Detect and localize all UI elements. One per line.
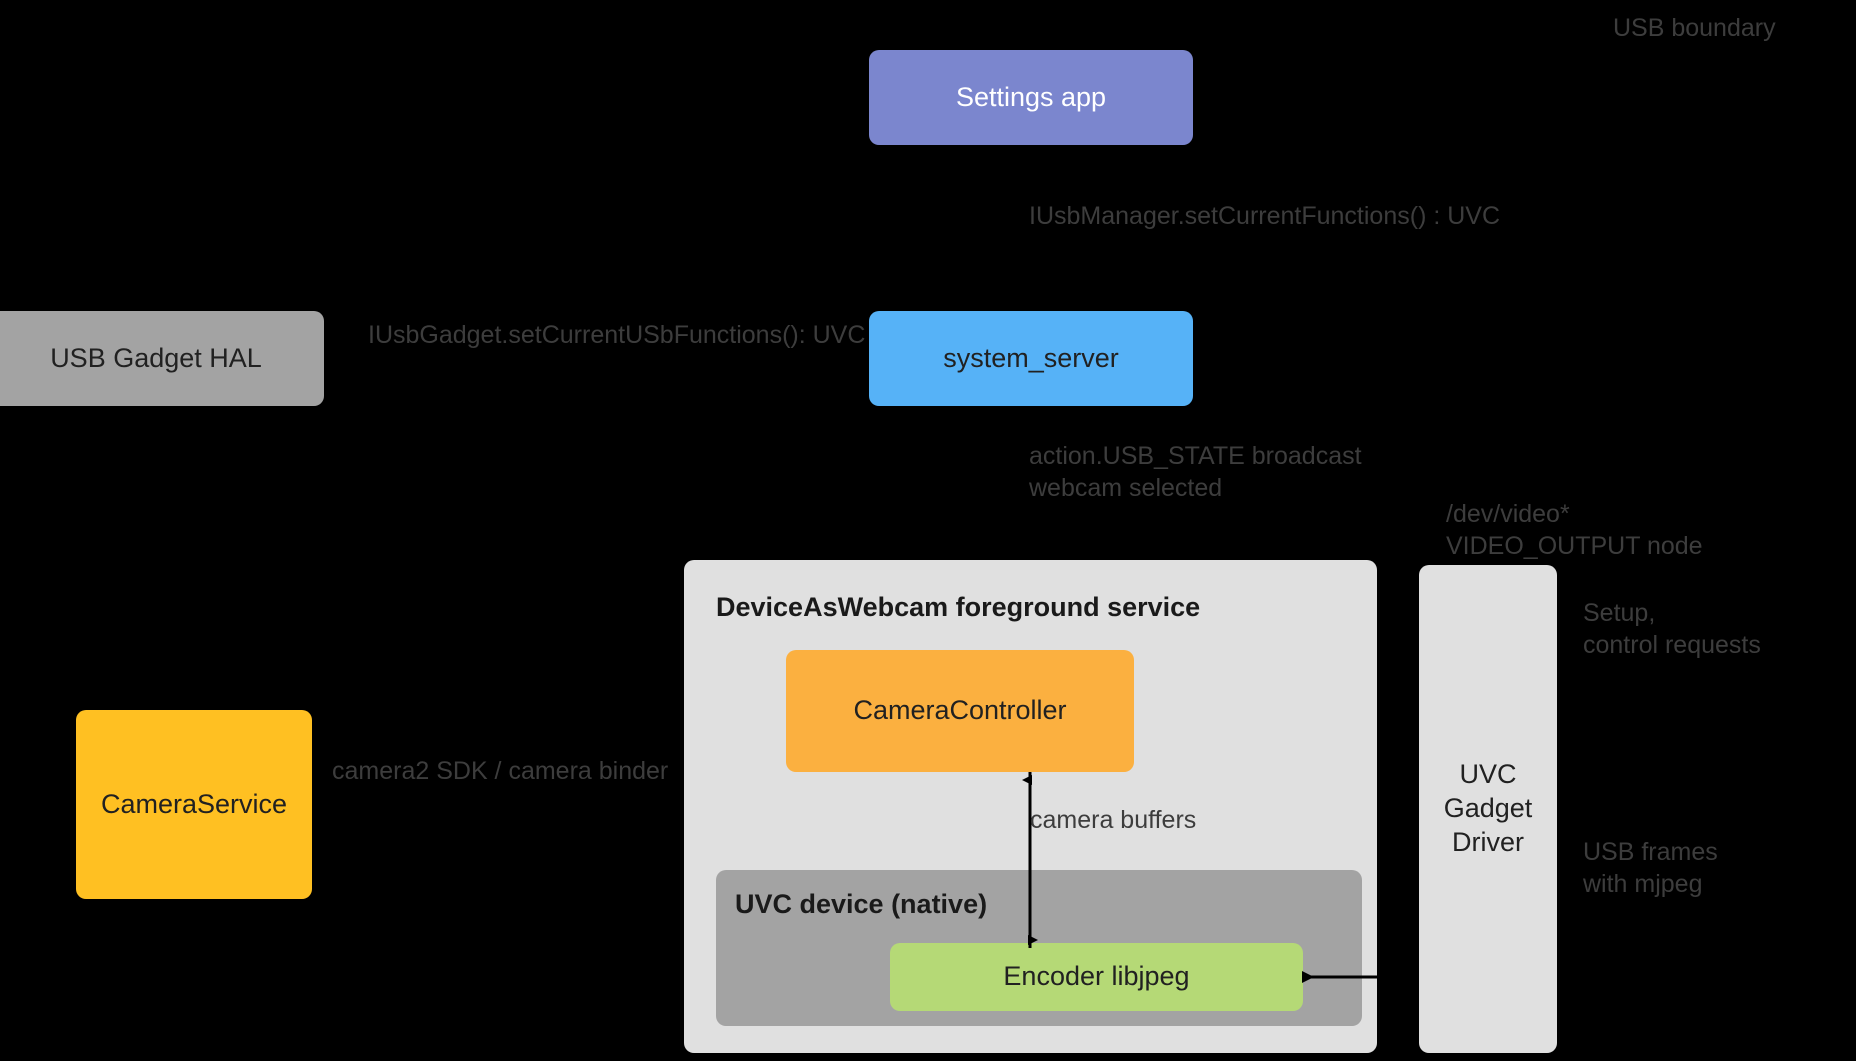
- node-system-server[interactable]: system_server: [869, 311, 1193, 406]
- label-usb-frames-with-mjpeg: USB frames with mjpeg: [1583, 838, 1718, 898]
- node-usb-gadget-hal[interactable]: USB Gadget HAL: [0, 311, 324, 406]
- container-title-deviceaswebcam-foreground-service: DeviceAsWebcam foreground service: [716, 592, 1201, 622]
- node-settings-app[interactable]: Settings app: [869, 50, 1193, 145]
- label-iusbgadget-setcurrentusbfunctions: IUsbGadget.setCurrentUSbFunctions(): UVC: [368, 321, 866, 349]
- node-camera-controller[interactable]: CameraController: [786, 650, 1134, 772]
- node-uvc-gadget-driver[interactable]: UVC Gadget Driver: [1419, 565, 1557, 1053]
- container-title-uvc-device-native: UVC device (native): [735, 889, 988, 919]
- label-dev-video-output-node: /dev/video* VIDEO_OUTPUT node: [1446, 500, 1703, 560]
- label-usb-boundary: USB boundary: [1613, 14, 1776, 42]
- label-camera-buffers: camera buffers: [1030, 806, 1197, 834]
- node-encoder-libjpeg[interactable]: Encoder libjpeg: [890, 943, 1303, 1011]
- label-camera2-sdk-camera-binder: camera2 SDK / camera binder: [332, 757, 669, 785]
- label-usb-state-broadcast: action.USB_STATE broadcast webcam select…: [1029, 442, 1362, 502]
- label-iusbmanager-setcurrentfunctions: IUsbManager.setCurrentFunctions() : UVC: [1029, 202, 1501, 230]
- label-setup-control-requests: Setup, control requests: [1583, 599, 1761, 659]
- node-camera-service[interactable]: CameraService: [76, 710, 312, 899]
